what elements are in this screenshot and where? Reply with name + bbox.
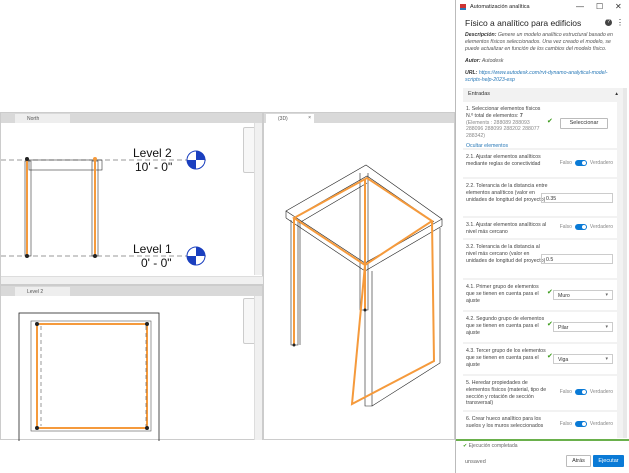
view-tab-bar: North [1,113,262,123]
level2-name: Level 2 [133,146,172,160]
north-elevation-view[interactable]: North Level 2 10' - 0" Level 1 0' - 0" [0,112,264,285]
minimize-button[interactable]: — [576,2,584,11]
level-head-icon [186,246,206,266]
input-row: 3.2. Tolerancia de la distancia al nivel… [463,240,617,278]
3d-view[interactable]: (3D)× [263,112,455,440]
view-tab-bar: Level 2 [1,286,262,296]
close-tab-icon[interactable]: × [308,115,311,121]
author: Autor: Autodesk [465,58,504,64]
input-row: 3.1. Ajustar elementos analíticos al niv… [463,218,617,238]
elevation-drawing: Level 2 10' - 0" Level 1 0' - 0" [1,146,206,270]
chevron-down-icon: ▾ [605,324,608,330]
view-control-bar[interactable] [1,276,264,284]
level1-name: Level 1 [133,242,172,256]
url-link[interactable]: https://www.autodesk.com/rvt-dynamo-anal… [465,70,608,83]
select-elements-row: 1. Seleccionar elementos físicos N.º tot… [463,102,617,149]
tab-3d[interactable]: (3D)× [266,114,314,123]
window-title: Automatización analítica [470,4,530,10]
tab-level-2[interactable]: Level 2 [15,287,70,296]
toggle-switch[interactable] [574,159,587,166]
maximize-button[interactable]: ☐ [596,2,604,11]
input-row: 2.1. Ajustar elementos analíticos median… [463,150,617,177]
panel-title: Físico a analítico para edificios ? ⋮ [465,18,624,28]
input-row: 4.2. Segundo grupo de elementos que se t… [463,312,617,342]
check-icon: ✔ [547,289,553,296]
group-dropdown[interactable]: Viga▾ [553,354,613,364]
toggle-switch[interactable] [574,224,587,231]
group-dropdown[interactable]: Pilar▾ [553,322,613,332]
check-icon: ✔ [547,321,553,328]
3d-model-drawing [285,164,443,407]
input-row: 4.3. Tercer grupo de los elementos que s… [463,344,617,374]
plan-drawing [18,312,160,441]
view-tab-bar: (3D)× [264,113,454,123]
app-icon [460,4,466,10]
back-button[interactable]: Atrás [566,455,591,467]
inputs-header[interactable]: Entradas▴ [463,88,623,100]
input-row: 6. Crear hueco analítico para los suelos… [463,412,617,438]
toggle-switch[interactable] [574,389,587,396]
level1-elevation: 0' - 0" [141,256,172,270]
url: URL: https://www.autodesk.com/rvt-dynamo… [465,70,608,83]
input-row: 5. Heredar propiedades de elementos físi… [463,376,617,410]
analytical-automation-panel: Automatización analítica — ☐ ✕ Físico a … [455,0,629,473]
level-head-icon [186,150,206,170]
unsaved-label: unsaved [465,459,486,465]
select-button[interactable]: Seleccionar [560,118,608,129]
tolerance-input[interactable]: 0.35 [541,192,613,203]
level2-plan-view[interactable]: Level 2 [0,285,263,441]
inputs-list[interactable]: 1. Seleccionar elementos físicos N.º tot… [463,100,623,438]
tab-north[interactable]: North [15,114,70,123]
collapse-icon[interactable]: ▴ [615,91,618,97]
more-options-icon[interactable]: ⋮ [616,18,624,27]
run-button[interactable]: Ejecutar [593,455,624,467]
status-bar: ✔ Ejecución completada [456,439,629,451]
vertical-scrollbar[interactable] [254,123,262,275]
check-icon: ✔ [547,118,553,125]
chevron-down-icon: ▾ [605,292,608,298]
chevron-down-icon: ▾ [605,356,608,362]
hide-elements-link[interactable]: Ocultar elementos [466,142,509,149]
window-titlebar: Automatización analítica — ☐ ✕ [456,0,629,14]
panel-scrollbar[interactable] [623,88,627,438]
help-icon[interactable]: ? [605,19,612,26]
input-row: 4.1. Primer grupo de elementos que se ti… [463,280,617,310]
vertical-scrollbar[interactable] [254,296,262,440]
group-dropdown[interactable]: Muro▾ [553,290,613,300]
input-row: 2.2. Tolerancia de la distancia entre el… [463,179,617,216]
level2-elevation: 10' - 0" [135,160,172,174]
toggle-switch[interactable] [574,421,587,428]
success-check-icon: ✔ [463,443,468,449]
close-button[interactable]: ✕ [615,2,622,11]
check-icon: ✔ [547,353,553,360]
description: Descripción: Genere un modelo analítico … [465,32,613,52]
tolerance-input[interactable]: 0.5 [541,254,613,264]
